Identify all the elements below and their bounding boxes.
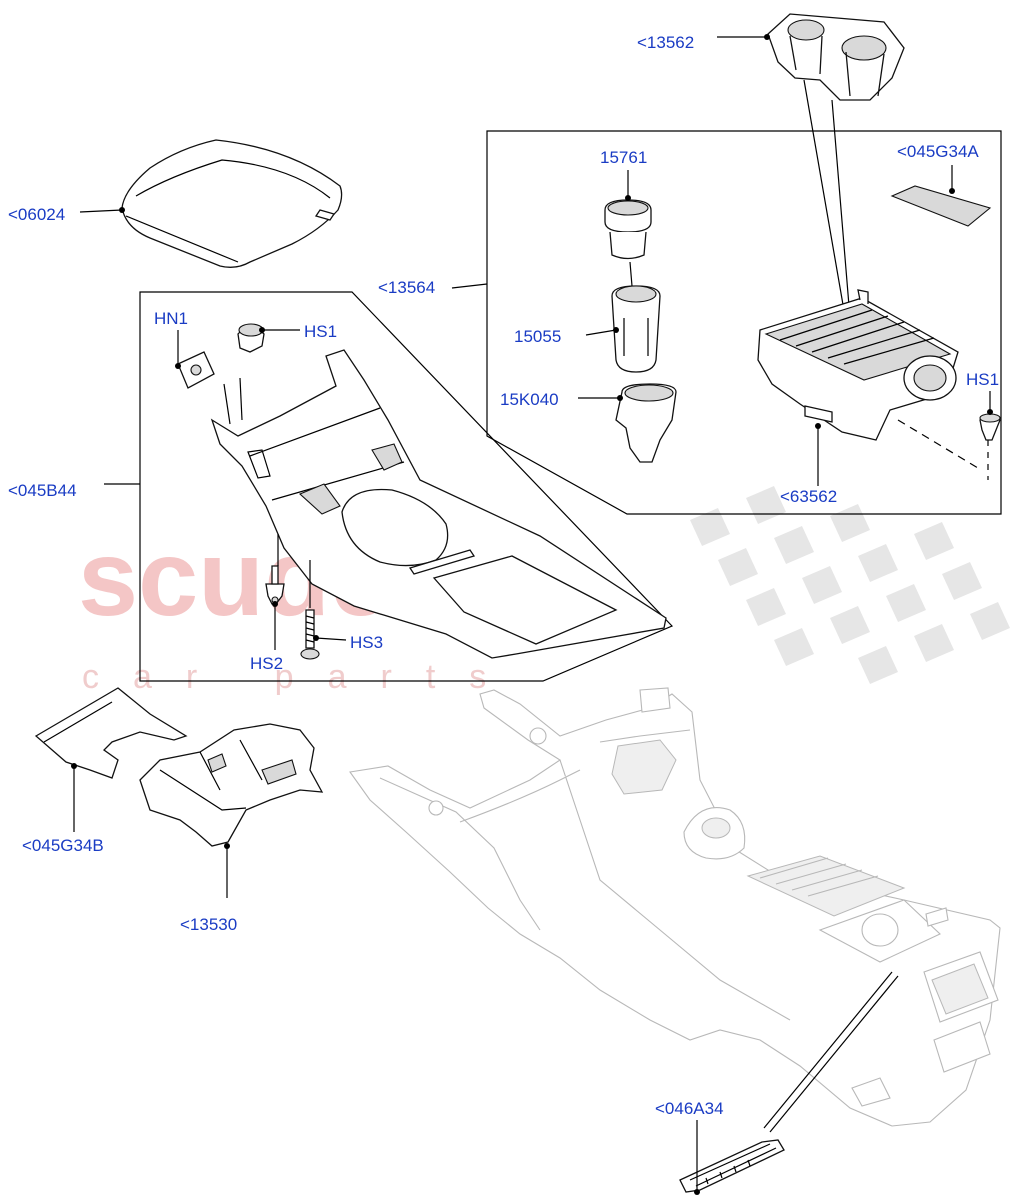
leader-dot (119, 207, 125, 213)
screw-hs3 (300, 609, 320, 660)
leader-dot (764, 34, 770, 40)
checker-flag-logo (690, 486, 1010, 684)
side-trim-panel (34, 687, 188, 779)
callout-15K040[interactable]: 15K040 (500, 390, 559, 409)
callout-labels: <13562 <045G34A 15761 <06024 <13564 1505… (8, 33, 999, 1118)
callout-HN1[interactable]: HN1 (154, 309, 188, 328)
leader-dot (694, 1189, 700, 1195)
assembly-line (763, 971, 893, 1129)
assembly-line (769, 975, 899, 1133)
screw-hs1-right (979, 413, 1001, 441)
callout-06024[interactable]: <06024 (8, 205, 65, 224)
leader-dot (175, 363, 181, 369)
console-assembly-outline (349, 687, 1001, 1127)
callout-045G34B[interactable]: <045G34B (22, 836, 104, 855)
power-socket-body (611, 285, 661, 373)
rear-trim-strip (679, 1139, 785, 1193)
assembly-line (223, 383, 231, 425)
leader-dot (613, 327, 619, 333)
assembly-dash (897, 419, 979, 469)
leader-HS3 (315, 637, 347, 641)
callout-045G34A[interactable]: <045G34A (897, 142, 979, 161)
assembly-line (239, 377, 243, 421)
leader-15055 (585, 329, 617, 336)
clip-hs1 (237, 323, 265, 353)
storage-pad (890, 185, 992, 227)
leader-06024 (79, 209, 123, 213)
armrest-lid (121, 139, 343, 268)
callout-13530[interactable]: <13530 (180, 915, 237, 934)
callout-HS1-right[interactable]: HS1 (966, 370, 999, 389)
callout-13564[interactable]: <13564 (378, 278, 435, 297)
socket-holder (615, 383, 677, 463)
cupholder-insert (767, 13, 905, 101)
leader-dot (71, 763, 77, 769)
leader-dot (987, 409, 993, 415)
leader-dot (259, 327, 265, 333)
callout-046A34[interactable]: <046A34 (655, 1099, 724, 1118)
leader-dot (949, 188, 955, 194)
leader-dot (625, 195, 631, 201)
leader-13564 (451, 283, 488, 289)
leader-dot (313, 635, 319, 641)
callout-HS2[interactable]: HS2 (250, 654, 283, 673)
watermark-tagline: car parts (82, 658, 520, 696)
callout-HS1-left[interactable]: HS1 (304, 322, 337, 341)
console-finisher-panel (210, 349, 667, 659)
callout-13562[interactable]: <13562 (637, 33, 694, 52)
console-bracket (139, 723, 324, 847)
nut-hn1 (177, 351, 215, 389)
assembly-line (831, 99, 851, 319)
frame-upper-assembly (486, 130, 1002, 515)
leader-dot (617, 395, 623, 401)
callout-HS3[interactable]: HS3 (350, 633, 383, 652)
storage-unit-roller (757, 289, 959, 441)
callout-15761[interactable]: 15761 (600, 148, 647, 167)
assembly-line (803, 79, 847, 323)
assembly-line (629, 261, 633, 287)
leader-dot (815, 423, 821, 429)
socket-cap (604, 199, 652, 260)
leader-dot (272, 601, 278, 607)
callout-045B44[interactable]: <045B44 (8, 481, 77, 500)
callout-15055[interactable]: 15055 (514, 327, 561, 346)
leader-dot (224, 843, 230, 849)
callout-63562[interactable]: <63562 (780, 487, 837, 506)
frame-lower-assembly (139, 291, 674, 682)
